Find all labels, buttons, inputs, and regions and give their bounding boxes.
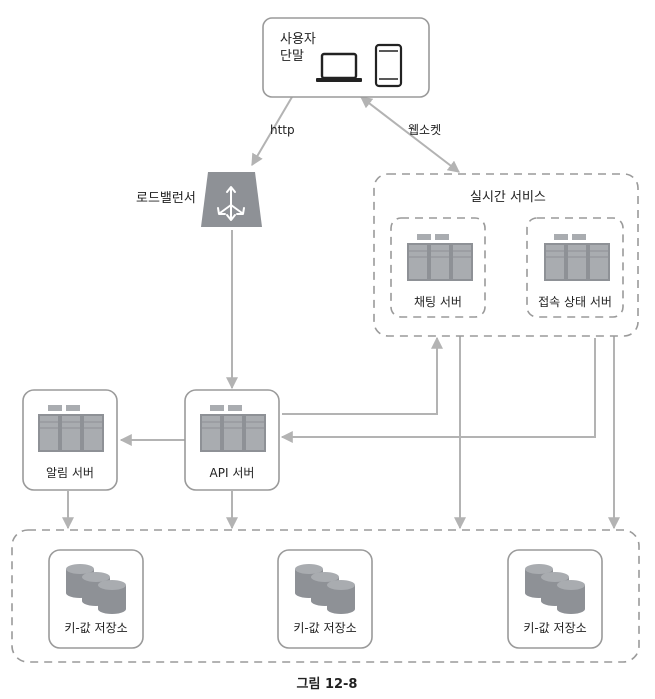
presence-server-icon	[543, 233, 611, 282]
presence-server-label: 접속 상태 서버	[538, 295, 612, 309]
load-balancer-label: 로드밸런서	[136, 191, 196, 206]
chat-server-icon	[406, 233, 474, 282]
kv-store-label: 키-값 저장소	[64, 621, 127, 635]
kv-store-group	[11, 529, 640, 663]
chat-server-node: 채팅 서버	[390, 217, 486, 318]
kv-store-node: 키-값 저장소	[507, 549, 603, 649]
api-server-node: API 서버	[184, 389, 280, 491]
kv-store-node: 키-값 저장소	[48, 549, 144, 649]
load-balancer-node: 로드밸런서	[136, 172, 262, 227]
notification-server-node: 알림 서버	[22, 389, 118, 491]
kv-store-label: 키-값 저장소	[523, 621, 586, 635]
edge-user-to-lb	[251, 96, 293, 167]
edge-label-http: http	[270, 123, 295, 137]
kv-store-node: 키-값 저장소	[277, 549, 373, 649]
laptop-icon	[316, 52, 362, 82]
user-device-node: 사용자 단말	[262, 17, 430, 98]
realtime-service-title: 실시간 서비스	[470, 190, 546, 205]
edge-label-websocket: 웹소켓	[408, 123, 441, 137]
figure-caption: 그림 12-8	[297, 677, 358, 692]
presence-server-node: 접속 상태 서버	[526, 217, 624, 318]
edges	[62, 96, 620, 530]
api-server-label: API 서버	[210, 466, 255, 480]
edge-presence-to-api	[280, 338, 596, 443]
realtime-service-group: 실시간 서비스	[373, 173, 639, 337]
smartphone-icon	[374, 43, 403, 88]
notification-server-label: 알림 서버	[46, 466, 94, 480]
edge-user-websocket	[360, 96, 460, 173]
edge-api-to-chat	[282, 336, 443, 415]
user-device-label-line2: 단말	[280, 49, 304, 64]
user-device-label: 사용자	[280, 32, 316, 47]
kv-store-label: 키-값 저장소	[293, 621, 356, 635]
chat-server-label: 채팅 서버	[414, 295, 462, 309]
